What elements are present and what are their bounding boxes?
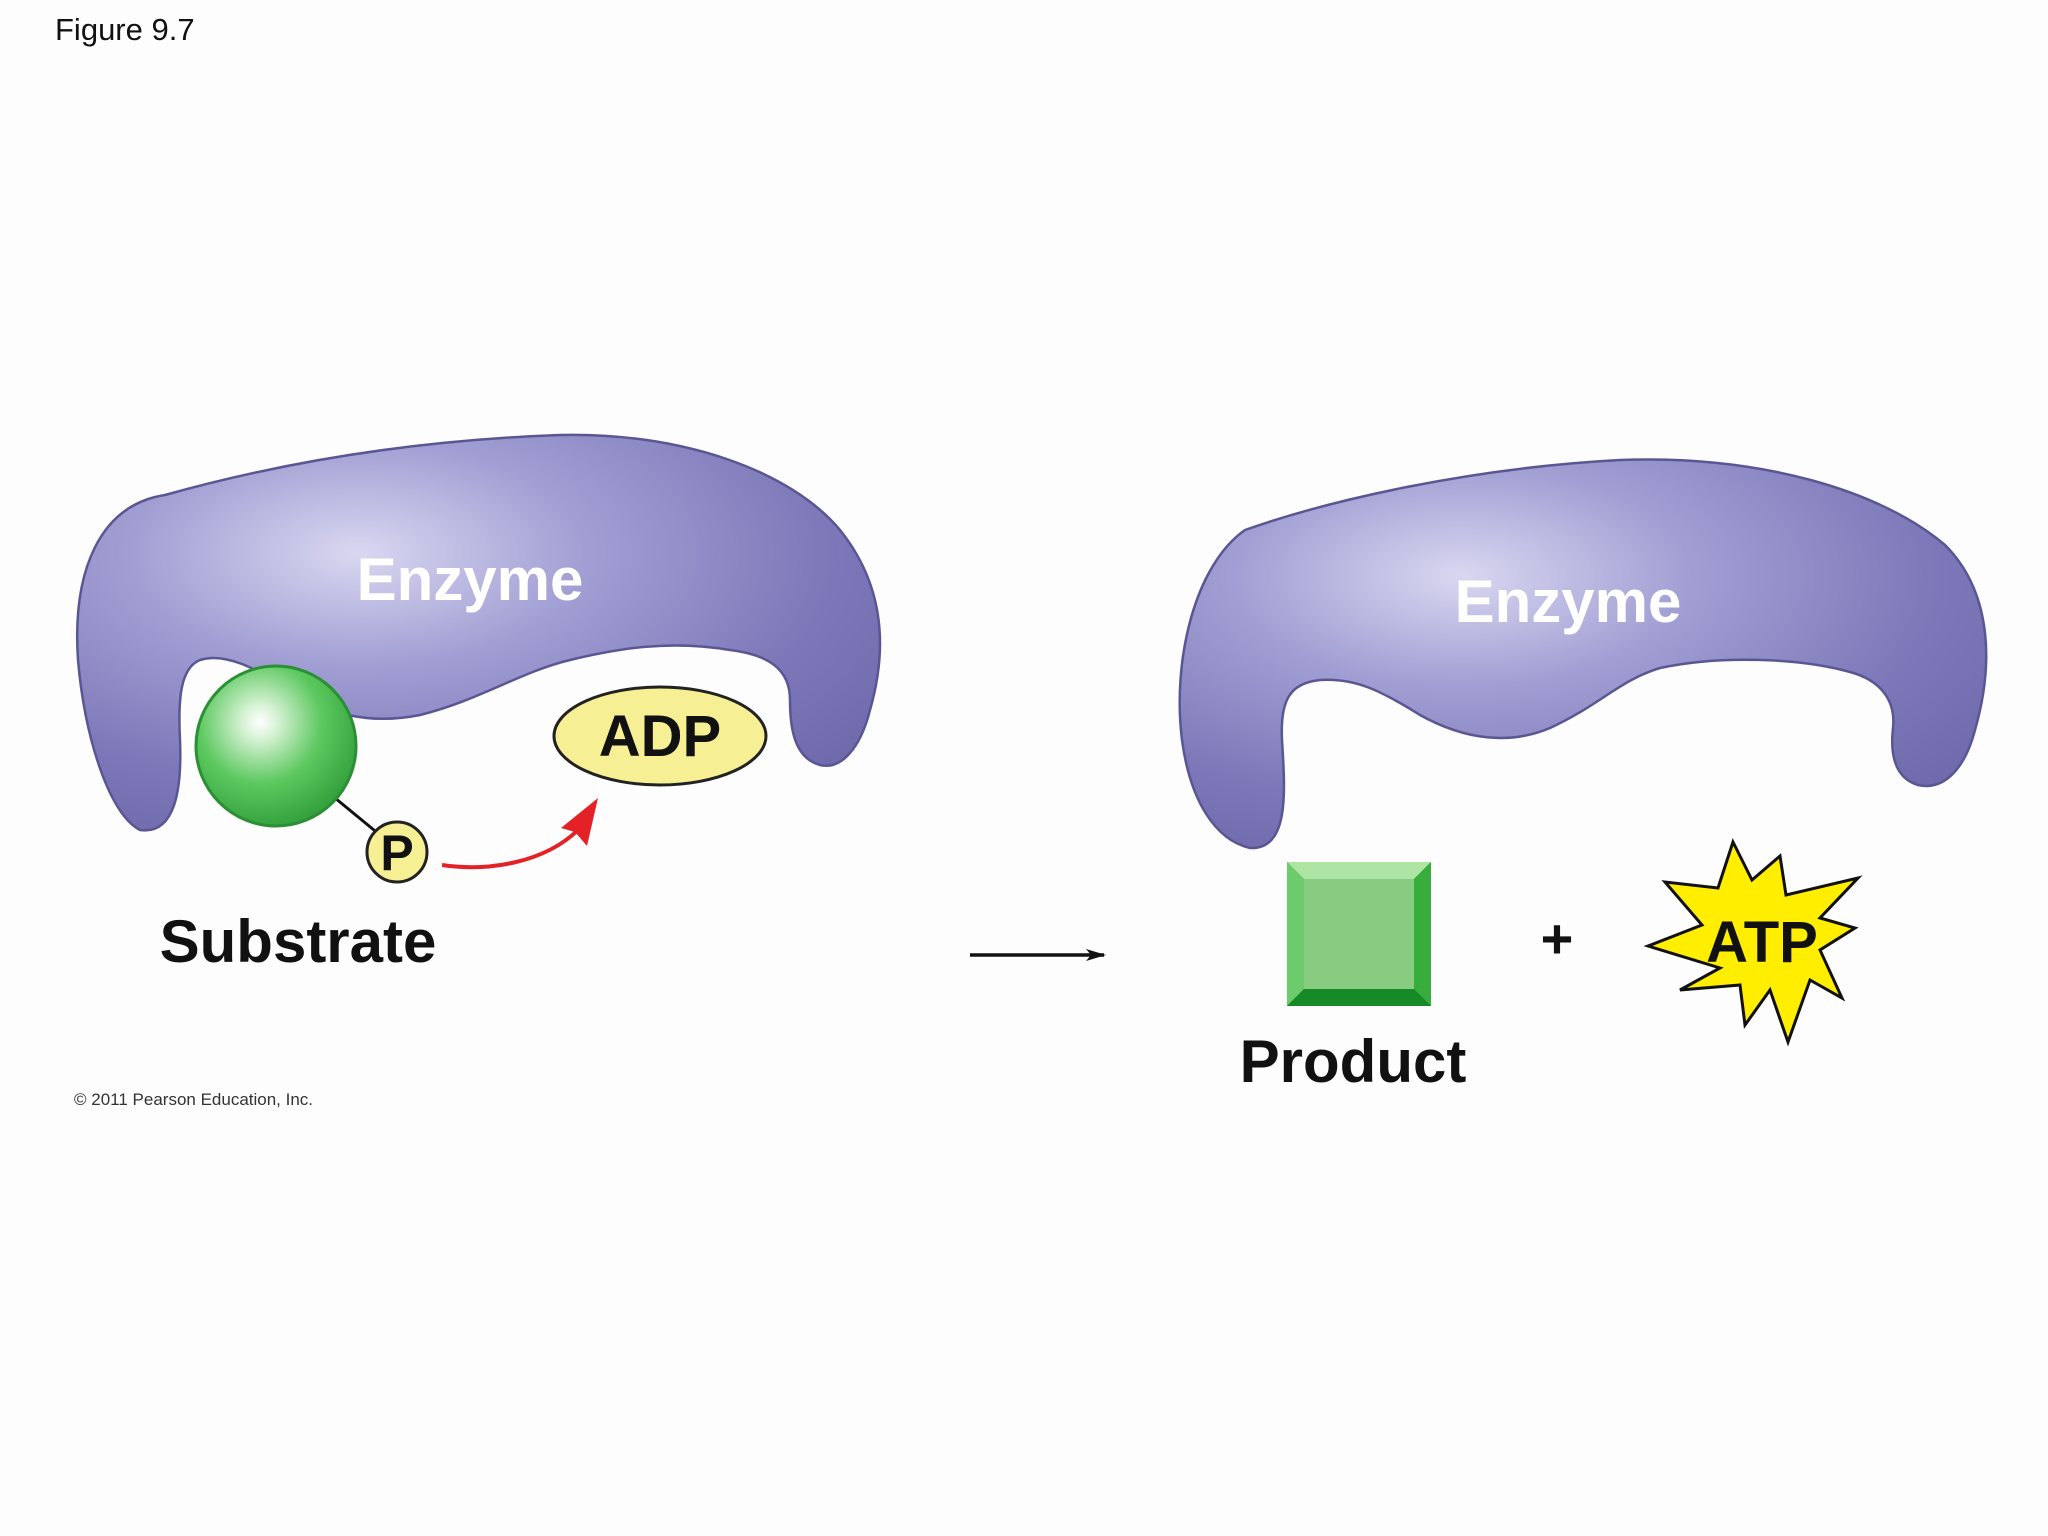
plus-sign: + [1541,907,1574,970]
left-enzyme-label: Enzyme [357,546,584,613]
adp-label: ADP [599,704,721,769]
product-group: Product [1240,862,1467,1095]
right-enzyme-label: Enzyme [1455,568,1682,635]
phosphate-label: P [380,825,413,881]
figure-title: Figure 9.7 [55,12,195,47]
adp-group: ADP [552,685,768,787]
atp-label: ATP [1706,910,1818,975]
substrate-label: Substrate [160,908,437,975]
transfer-arrow [441,798,598,870]
substrate-sphere [194,664,358,828]
right-enzyme: Enzyme [1178,458,1988,850]
left-enzyme: Enzyme [76,433,882,832]
substrate-bond [334,796,381,837]
copyright-notice: © 2011 Pearson Education, Inc. [74,1090,314,1109]
atp-starburst [1643,838,1863,1047]
enzyme-shape [76,433,882,832]
product-label: Product [1240,1028,1467,1095]
atp-group: ATP [1643,838,1863,1047]
adp-oval [552,685,768,787]
substrate-group: P Substrate [160,664,437,975]
enzyme-shape [1178,458,1988,850]
phosphate-circle [365,820,429,884]
